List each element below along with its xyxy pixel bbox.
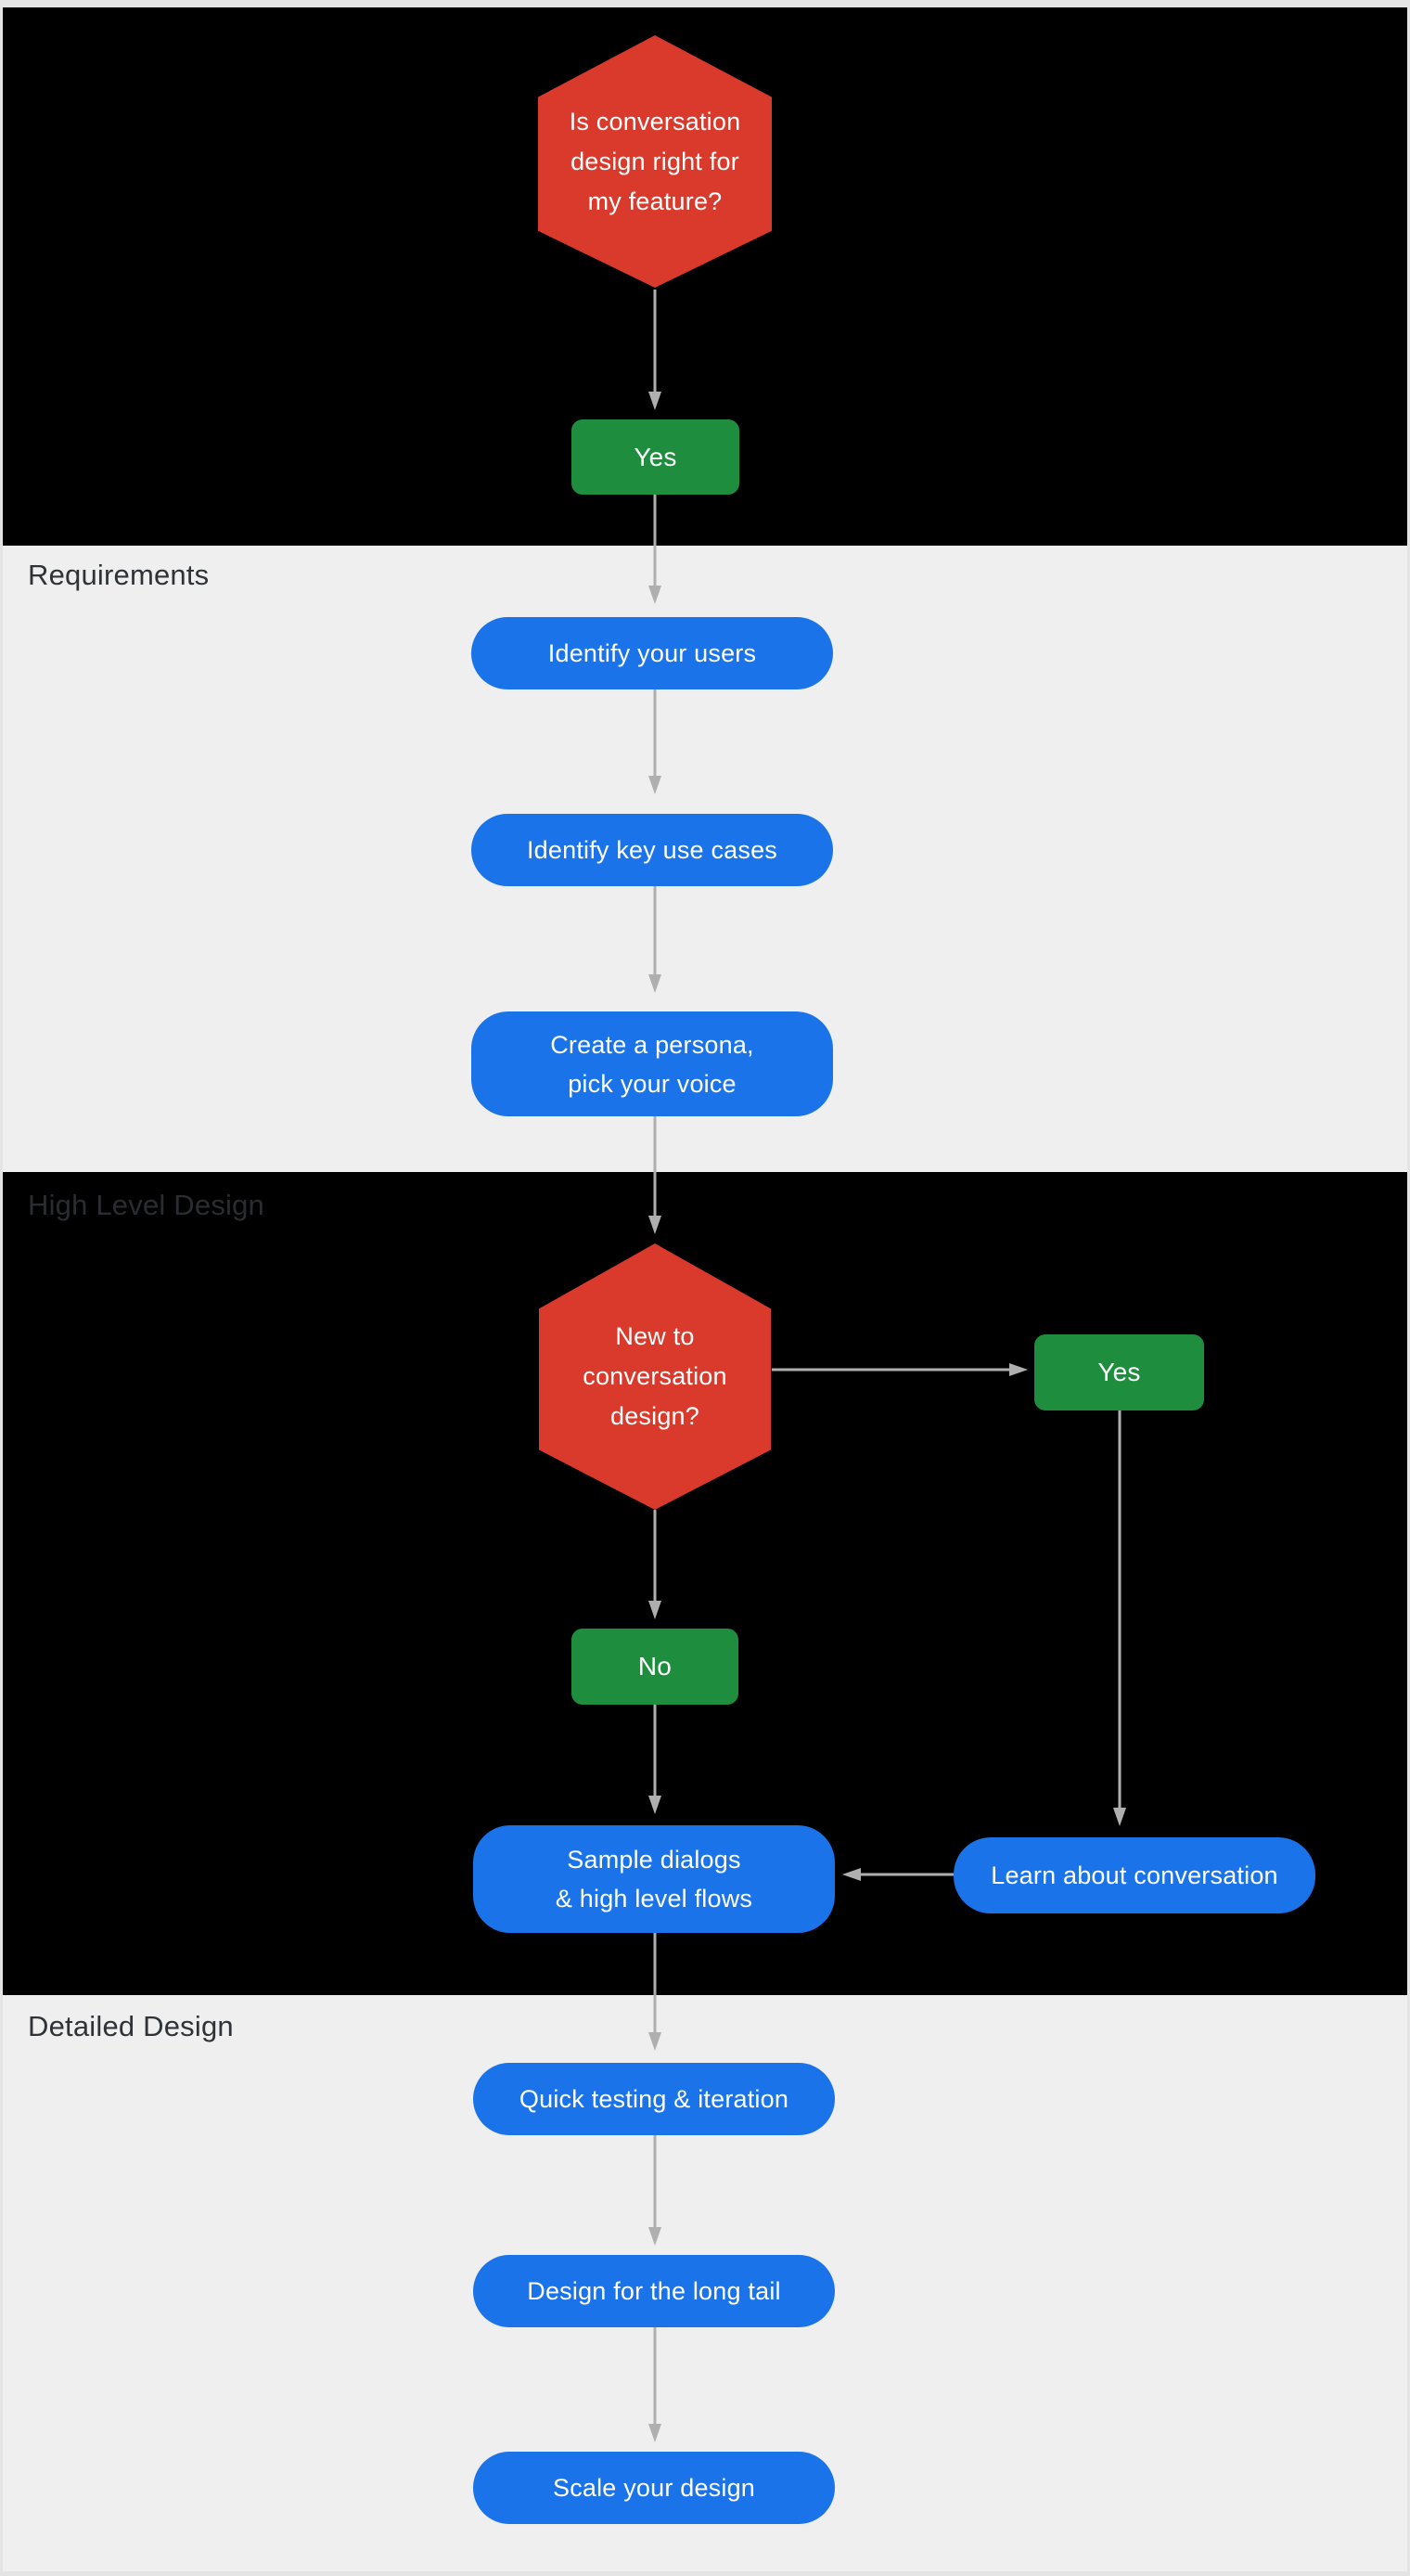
section-label-requirements: Requirements <box>28 559 210 591</box>
arrowhead-down <box>648 1216 661 1234</box>
step-design-for-long-tail[interactable]: Design for the long tail <box>473 2255 835 2327</box>
decision-is-conversation-design-right: Is conversation design right for my feat… <box>538 35 772 288</box>
step-identify-your-users[interactable]: Identify your users <box>471 617 833 689</box>
arrow-line <box>772 1368 1009 1372</box>
arrow-sample-dialogs-to-quick-testing <box>648 1933 661 2051</box>
arrow-line <box>653 495 657 586</box>
arrowhead-down <box>648 776 661 794</box>
yes-button-new-to-design[interactable]: Yes <box>1034 1334 1204 1410</box>
arrow-yes-to-identify-users <box>648 495 661 604</box>
arrowhead-down <box>648 586 661 604</box>
arrow-line <box>1118 1410 1122 1808</box>
arrowhead-right <box>1009 1363 1028 1376</box>
arrow-question2-to-no <box>648 1510 661 1619</box>
arrow-line <box>653 1933 657 2032</box>
no-button-new-to-design[interactable]: No <box>571 1629 738 1705</box>
arrow-line <box>653 1510 657 1601</box>
arrowhead-down <box>648 1601 661 1619</box>
step-quick-testing-iteration[interactable]: Quick testing & iteration <box>473 2063 835 2135</box>
arrow-yes-to-learn-about-conversation <box>1113 1410 1126 1826</box>
arrow-question2-to-yes <box>772 1363 1028 1376</box>
arrow-learn-to-sample-dialogs <box>842 1868 954 1881</box>
arrow-line <box>653 2135 657 2227</box>
arrow-quick-testing-to-long-tail <box>648 2135 661 2246</box>
arrowhead-down <box>648 1796 661 1814</box>
arrow-line <box>653 2327 657 2424</box>
arrow-persona-to-question2 <box>648 1116 661 1234</box>
yes-button-intro[interactable]: Yes <box>571 419 739 495</box>
arrow-line <box>653 290 657 392</box>
arrow-no-to-sample-dialogs <box>648 1705 661 1814</box>
arrowhead-down <box>1113 1808 1126 1826</box>
section-label-detailed-design: Detailed Design <box>28 2010 234 2042</box>
arrow-line <box>653 886 657 974</box>
step-create-persona-pick-voice[interactable]: Create a persona, pick your voice <box>471 1011 833 1116</box>
step-sample-dialogs-high-level-flows[interactable]: Sample dialogs & high level flows <box>473 1825 835 1933</box>
arrowhead-down <box>648 2227 661 2246</box>
arrow-long-tail-to-scale-design <box>648 2327 661 2442</box>
step-scale-your-design[interactable]: Scale your design <box>473 2452 835 2524</box>
arrow-line <box>653 1705 657 1796</box>
arrow-question1-to-yes <box>648 290 661 410</box>
arrowhead-down <box>648 974 661 993</box>
arrow-line <box>653 689 657 776</box>
arrowhead-left <box>842 1868 861 1881</box>
section-label-high-level-design: High Level Design <box>28 1189 264 1221</box>
arrowhead-down <box>648 2424 661 2442</box>
arrowhead-down <box>648 392 661 410</box>
decision-new-to-conversation-design: New to conversation design? <box>539 1243 771 1510</box>
arrowhead-down <box>648 2032 661 2051</box>
arrow-line <box>653 1116 657 1216</box>
arrow-identify-users-to-use-cases <box>648 689 661 794</box>
arrow-use-cases-to-persona <box>648 886 661 993</box>
arrow-line <box>861 1873 954 1876</box>
step-identify-key-use-cases[interactable]: Identify key use cases <box>471 814 833 886</box>
step-learn-about-conversation[interactable]: Learn about conversation <box>954 1837 1315 1913</box>
